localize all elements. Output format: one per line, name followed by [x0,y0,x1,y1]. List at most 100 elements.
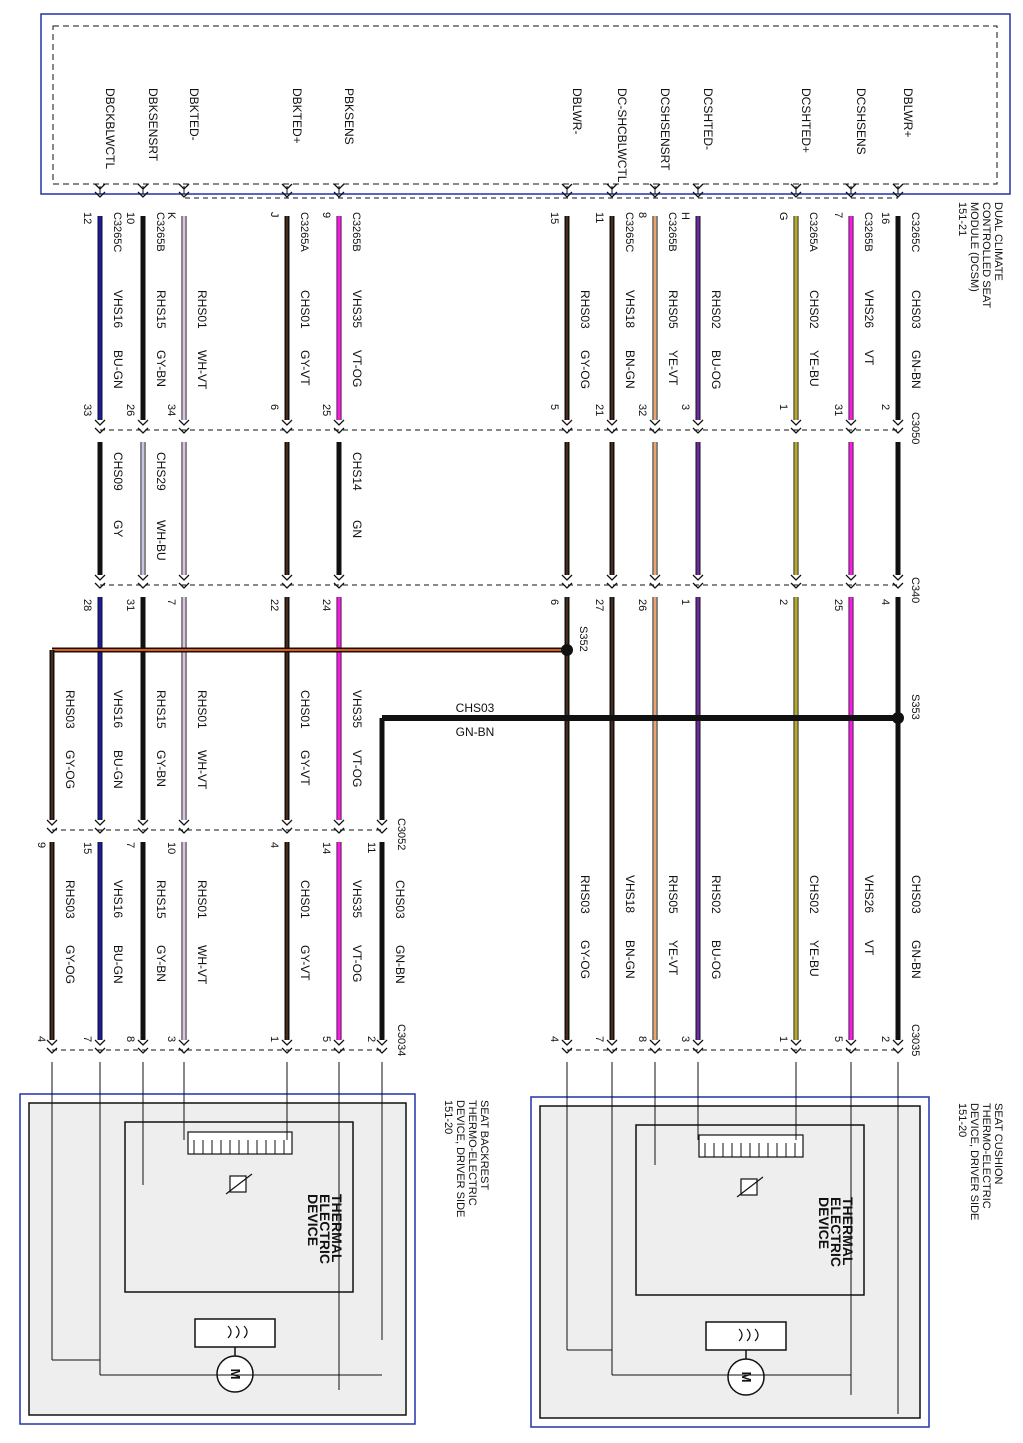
wire-color-label: YE-VT [666,940,680,976]
backrest-motor-label: M [228,1369,243,1380]
c3052-chevron [137,819,149,826]
c340-pin-number: 24 [320,599,332,611]
c3052-pin-number: 10 [165,842,177,854]
wire-color-label: BU-GN [111,750,125,789]
module-connector-label: C3265A [298,212,310,252]
c340-chevron [790,582,802,589]
wire-color-label: GY-VT [298,945,312,981]
wire-color-label: WH-BU [154,520,168,561]
device-pin-number: 1 [777,1036,789,1042]
cushion-motor-label: M [739,1372,754,1383]
wire-color-label: GY-BN [154,945,168,982]
c340-chevron [281,574,293,581]
wire-color-label: GY-OG [63,750,77,789]
c3035-chevron [606,1039,618,1046]
wire-color-label: GY-VT [298,750,312,786]
c3052-pin-number: 9 [35,842,47,848]
module-pin-number: 7 [832,212,844,218]
c3035-chevron [692,1047,704,1054]
c3052-chevron [46,819,58,826]
c340-chevron [94,574,106,581]
connector-c3052-label: C3052 [395,818,407,850]
cushion-title: 151-20 [956,1103,968,1137]
c3050-pin-number: 1 [777,404,789,410]
c3034-chevron [281,1047,293,1054]
device-pin-number: 7 [593,1036,605,1042]
c3035-chevron [561,1039,573,1046]
cushion-element-label: ELECTRIC [828,1197,844,1267]
backrest-element-label: THERMAL [329,1194,345,1263]
circuit-label: CHS14 [350,452,364,491]
module-pin-chevron [333,183,345,190]
c3050-pin-number: 32 [636,404,648,416]
c340-chevron [178,582,190,589]
module-pin-number: H [679,212,691,220]
c3050-chevron [692,427,704,434]
splice-s352-label: S352 [577,626,589,652]
wire-color-label: GY [111,520,125,537]
c3034-chevron [94,1039,106,1046]
module-connector-label: C3265B [862,212,874,252]
module-pin-name: DCSHTED- [701,88,715,150]
circuit-label: CHS01 [298,290,312,329]
module-pin-chevron [178,183,190,190]
backrest-element-label: DEVICE [305,1194,321,1246]
device-pin-number: 8 [636,1036,648,1042]
cushion-title: SEAT CUSHION [992,1103,1004,1185]
wire-color-label: YE-BU [807,940,821,977]
backrest-blower-box [194,1318,276,1348]
wire-color-label: VT-OG [350,750,364,787]
device-pin-number: 8 [124,1036,136,1042]
c3035-chevron [845,1047,857,1054]
wire-color-label: VT-OG [350,350,364,387]
module-pin-chevron [790,183,802,190]
circuit-label: CHS02 [807,875,821,914]
circuit-label: VHS18 [623,875,637,913]
module-pin-name: DCSHSENSRT [658,88,672,171]
module-pin-chevron [94,183,106,190]
c3050-chevron [692,419,704,426]
c3035-chevron [692,1039,704,1046]
c3050-pin-number: 2 [879,404,891,410]
c3035-chevron [561,1047,573,1054]
c340-chevron [649,574,661,581]
device-pin-number: 4 [35,1036,47,1042]
c3052-chevron [94,827,106,834]
c340-pin-number: 27 [593,599,605,611]
c340-pin-number: 2 [777,599,789,605]
module-pin-number: G [777,212,789,221]
wire-color-label: BU-GN [111,945,125,984]
module-pin-name: DCSHSENS [854,88,868,155]
module-pin-chevron [845,191,857,198]
c3050-chevron [137,427,149,434]
c3034-chevron [178,1039,190,1046]
module-pin-chevron [649,191,661,198]
circuit-label: VHS35 [350,290,364,328]
circuit-label: RHS15 [154,290,168,329]
wire-color-label: WH-VT [195,750,209,790]
c340-pin-number: 22 [268,599,280,611]
c3050-pin-number: 26 [124,404,136,416]
c3050-chevron [845,419,857,426]
c3050-chevron [561,427,573,434]
module-pin-chevron [281,191,293,198]
module-pin-chevron [94,191,106,198]
c3052-chevron [333,827,345,834]
wire-color-label: VT [862,350,876,366]
c3052-chevron [178,827,190,834]
module-title: 151-21 [956,202,968,236]
c340-pin-number: 28 [81,599,93,611]
c3050-chevron [561,419,573,426]
circuit-label: RHS03 [63,690,77,729]
c3052-pin-number: 15 [81,842,93,854]
module-pin-chevron [692,183,704,190]
c3052-chevron [137,827,149,834]
circuit-label: VHS16 [111,690,125,728]
connector-c3035-label: C3035 [909,1024,921,1056]
circuit-label: VHS16 [111,290,125,328]
module-pin-name: DBLWR+ [901,88,915,137]
c3050-chevron [892,419,904,426]
c340-chevron [845,574,857,581]
connector-c3050-label: C3050 [909,412,921,444]
c340-chevron [137,574,149,581]
